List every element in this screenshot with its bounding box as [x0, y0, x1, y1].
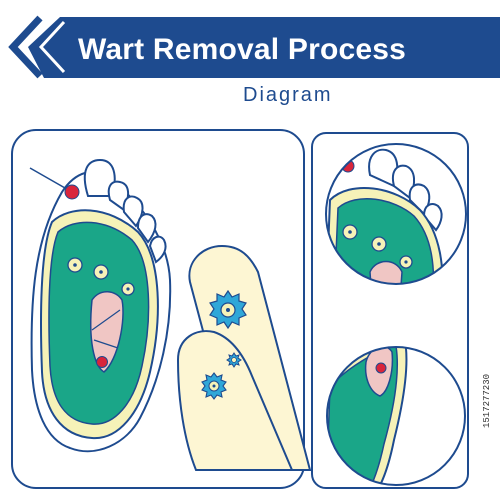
needle-icon	[29, 167, 73, 193]
toe-5	[148, 235, 167, 264]
banner-background	[28, 17, 500, 78]
sole-crack-line	[93, 339, 119, 349]
stock-id-label: 1517277230	[476, 300, 496, 430]
wart-virus-icon	[226, 352, 242, 368]
back-arrow-inner-line	[38, 20, 66, 74]
wart-virus-icon	[209, 289, 247, 330]
toe-4	[136, 213, 157, 244]
magnifier-ring-top	[325, 143, 467, 285]
wart-virus-icon	[201, 372, 227, 400]
back-arrow-icon	[8, 15, 43, 79]
foot-illustration	[29, 158, 172, 453]
sole-crack-line	[91, 309, 121, 331]
wart-dot-center	[126, 287, 130, 291]
heel-wart	[96, 356, 108, 368]
header-banner	[8, 15, 500, 79]
stock-id-text: 1517277230	[482, 373, 492, 428]
page-title: Wart Removal Process	[78, 33, 407, 66]
magnifier-ring-bottom	[326, 346, 466, 486]
finger-front	[176, 330, 294, 471]
plantar-wart-dots	[67, 257, 135, 296]
wart-dot-center	[99, 270, 103, 274]
toe-wart	[64, 184, 80, 200]
fingers-illustration	[176, 244, 312, 471]
page-subtitle: Diagram	[243, 84, 333, 106]
wart-dot-center	[73, 263, 77, 267]
sole-pink-area	[89, 291, 124, 373]
magnified-view-bottom	[326, 346, 466, 486]
